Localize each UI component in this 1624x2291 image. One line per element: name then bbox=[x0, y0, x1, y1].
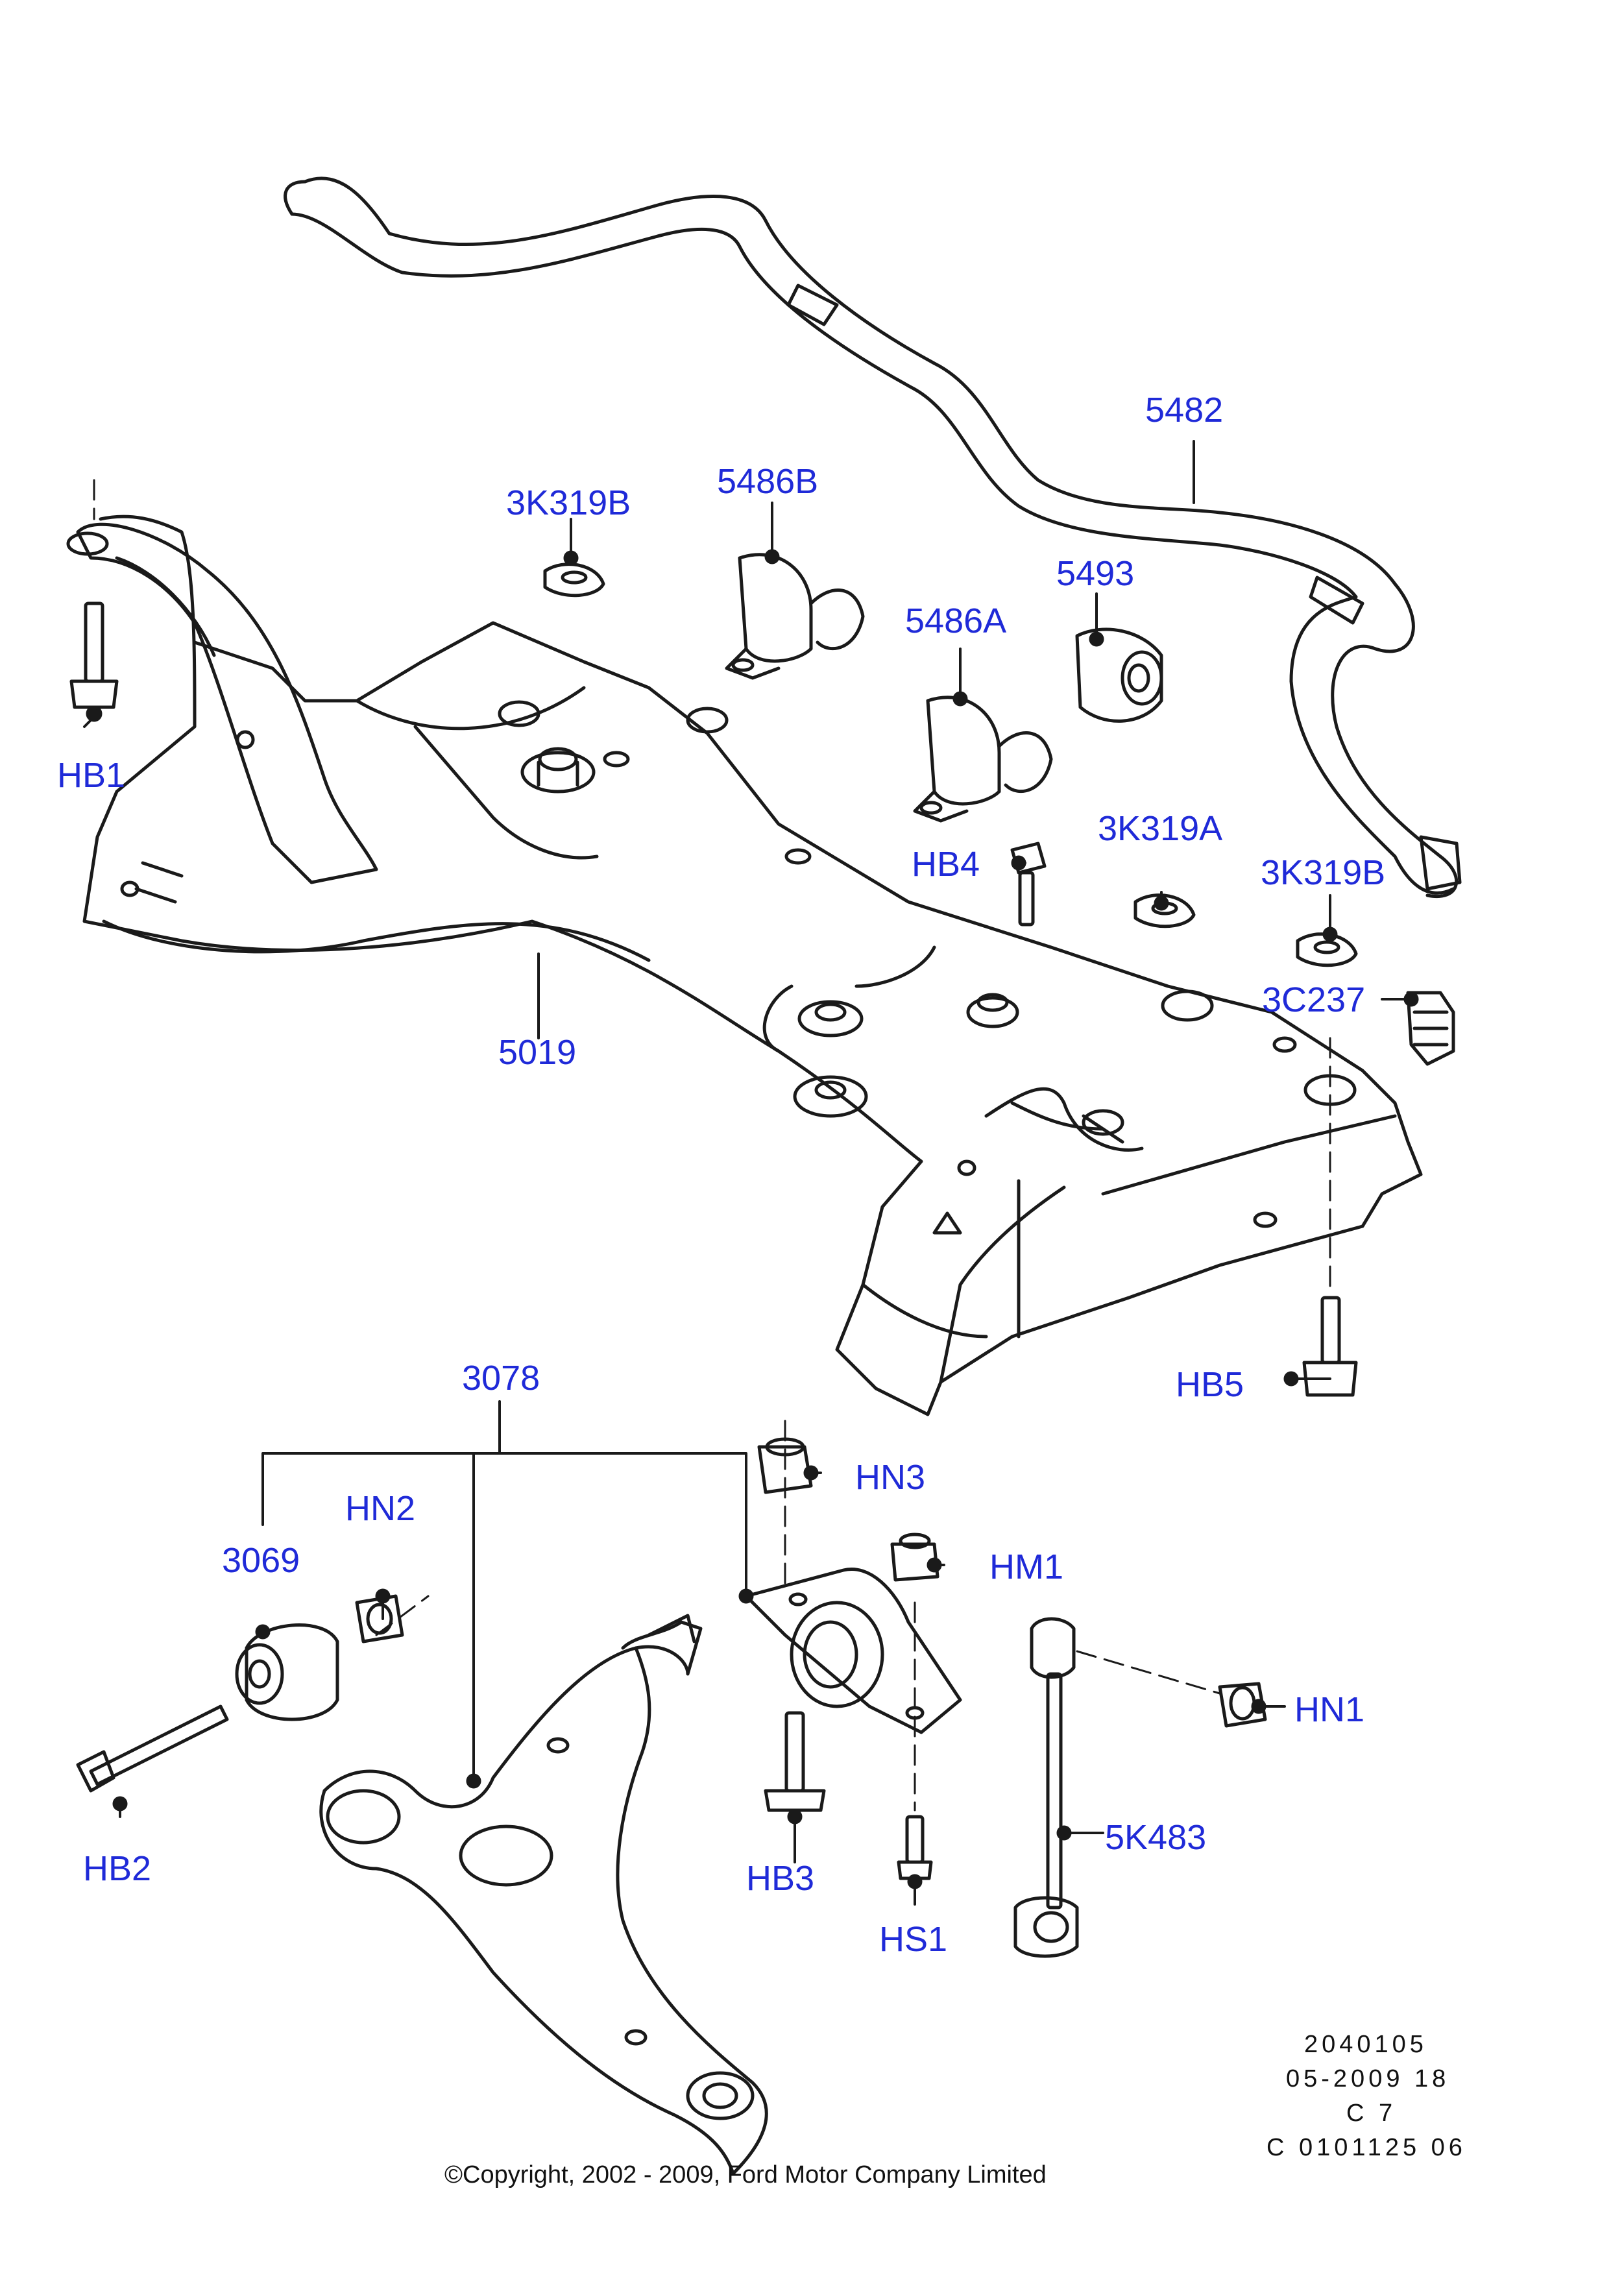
assembly-axes bbox=[93, 479, 1331, 1812]
label-hn3: HN3 bbox=[855, 1458, 926, 1497]
nut-hn1 bbox=[1218, 1682, 1267, 1728]
drawing-ref-sheet: C 7 bbox=[1346, 2100, 1397, 2127]
label-5019: 5019 bbox=[498, 1033, 577, 1072]
label-5486b: 5486B bbox=[717, 462, 819, 501]
label-hb3: HB3 bbox=[746, 1859, 815, 1898]
drawing-ref-number: 2040105 bbox=[1304, 2031, 1427, 2058]
bolt-hb1 bbox=[69, 601, 119, 722]
clip-3c237 bbox=[1403, 991, 1455, 1066]
label-5493: 5493 bbox=[1056, 554, 1135, 593]
nut-hn3 bbox=[757, 1437, 819, 1494]
label-hn1: HN1 bbox=[1294, 1690, 1365, 1729]
drawing-ref-code: C 0101125 06 bbox=[1266, 2134, 1466, 2161]
label-3k319b-top: 3K319B bbox=[506, 483, 631, 522]
label-3069: 3069 bbox=[222, 1541, 300, 1580]
bolt-hb3 bbox=[764, 1711, 826, 1824]
washer-3k319b-right bbox=[1296, 927, 1358, 967]
clamp-5486a bbox=[913, 691, 1053, 823]
subframe-left-tower bbox=[66, 522, 378, 884]
bolt-hb5 bbox=[1283, 1296, 1358, 1397]
label-5k483: 5K483 bbox=[1105, 1818, 1207, 1857]
bolt-hb2 bbox=[76, 1704, 229, 1812]
label-hm1: HM1 bbox=[989, 1547, 1064, 1586]
bushing-3069 bbox=[235, 1623, 339, 1721]
label-3c237: 3C237 bbox=[1262, 980, 1366, 1019]
lower-control-arm bbox=[319, 1614, 768, 2176]
leader-lines bbox=[83, 440, 1412, 1906]
label-hb5: HB5 bbox=[1176, 1365, 1244, 1404]
label-hb4: HB4 bbox=[912, 845, 980, 884]
drawing-ref-date: 05-2009 18 bbox=[1286, 2065, 1450, 2092]
copyright-notice: ©Copyright, 2002 - 2009, Ford Motor Comp… bbox=[444, 2161, 1047, 2188]
stabilizer-link bbox=[1013, 1617, 1079, 1958]
nut-hm1 bbox=[890, 1533, 942, 1582]
label-3078: 3078 bbox=[462, 1359, 540, 1398]
label-hn2: HN2 bbox=[345, 1489, 416, 1528]
washer-3k319b-top bbox=[543, 550, 605, 598]
stabilizer-bar bbox=[284, 176, 1462, 898]
rear-bushing-bracket bbox=[738, 1568, 962, 1734]
label-hb2: HB2 bbox=[83, 1849, 152, 1888]
bushing-5493 bbox=[1075, 627, 1163, 723]
label-3k319a: 3K319A bbox=[1098, 809, 1223, 848]
label-hs1: HS1 bbox=[879, 1920, 948, 1959]
label-3k319b-right: 3K319B bbox=[1261, 853, 1386, 892]
washer-3k319a bbox=[1133, 893, 1196, 928]
label-5482: 5482 bbox=[1145, 391, 1224, 430]
label-hb1: HB1 bbox=[57, 756, 126, 795]
nut-hn2 bbox=[355, 1588, 404, 1643]
subframe bbox=[82, 515, 1423, 1416]
clamp-5486b bbox=[725, 549, 865, 680]
stud-hs1 bbox=[897, 1815, 933, 1889]
bolt-hb4 bbox=[1010, 842, 1047, 927]
label-5486a: 5486A bbox=[905, 601, 1007, 640]
